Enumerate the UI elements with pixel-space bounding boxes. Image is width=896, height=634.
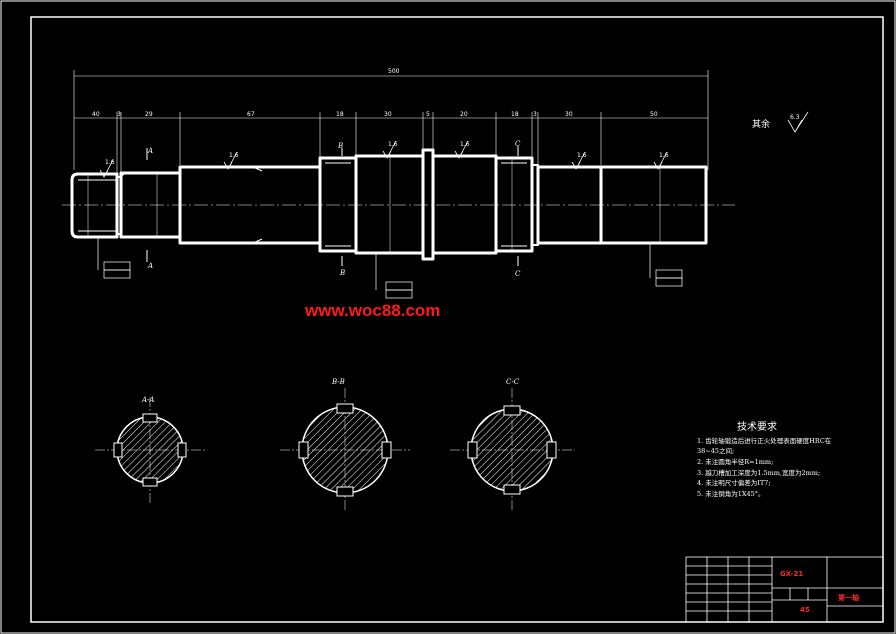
dim-segment-4: 67 <box>247 111 255 118</box>
overall-length-dim: 500 <box>388 68 400 75</box>
other-roughness-label: 其余 <box>752 118 770 130</box>
dim-segment-7: 5 <box>426 111 430 118</box>
section-mark-a-top: A <box>147 147 153 155</box>
section-view-c <box>450 388 575 512</box>
section-cut-lines <box>146 146 519 266</box>
other-roughness-value: 6.3 <box>790 114 800 121</box>
title-part-name: 第一轴 <box>838 593 859 602</box>
roughness-label-4: 1.6 <box>460 141 470 148</box>
section-mark-b-bottom: B <box>339 269 345 277</box>
section-mark-a-bottom: A <box>147 262 153 270</box>
dim-segment-8: 20 <box>460 111 468 118</box>
watermark: www.woc88.com <box>304 301 440 320</box>
section-view-a <box>95 397 205 503</box>
dim-segment-2: 3 <box>117 111 121 118</box>
diameter-callouts <box>87 156 661 253</box>
dim-segment-9: 18 <box>511 111 519 118</box>
overall-dimension <box>73 70 709 170</box>
title-block <box>685 556 884 623</box>
roughness-label-3: 1.6 <box>388 141 398 148</box>
dim-segment-10: 3 <box>533 111 537 118</box>
shaft-outline <box>70 148 708 261</box>
roughness-symbols <box>99 140 668 178</box>
tech-title: 技术要求 <box>737 420 777 433</box>
roughness-label-5: 1.6 <box>577 152 587 159</box>
roughness-label-6: 1.6 <box>659 152 669 159</box>
tech-item-1: 1. 齿轮轴锻造后进行正火处理表面硬度HRC在 <box>697 436 832 445</box>
tech-item-2: 38~45之间; <box>697 446 734 455</box>
section-mark-c-bottom: C <box>515 270 521 278</box>
other-roughness-symbol <box>787 111 809 133</box>
tech-item-6: 5. 未注倒角为1X45°。 <box>697 489 765 498</box>
title-drawing-no: GX-21 <box>780 570 803 578</box>
dim-segment-5: 18 <box>336 111 344 118</box>
roughness-label-2: 1.6 <box>229 152 239 159</box>
section-title-c: C-C <box>506 378 520 386</box>
section-mark-c-top: C <box>515 140 521 148</box>
title-material: 45 <box>800 606 810 614</box>
tolerance-frames <box>97 237 683 299</box>
dim-segment-6: 30 <box>384 111 392 118</box>
section-title-a: A-A <box>141 396 154 404</box>
dim-segment-1: 40 <box>92 111 100 118</box>
dim-segment-12: 50 <box>650 111 658 118</box>
tech-item-5: 4. 未注明尺寸偏差为IT7; <box>697 478 771 487</box>
section-title-b: B-B <box>331 378 345 386</box>
inner-border <box>30 16 884 623</box>
dim-segment-3: 29 <box>145 111 153 118</box>
tech-item-4: 3. 越刀槽加工深度为1.5mm,宽度为2mm; <box>697 468 820 477</box>
section-view-b <box>280 388 410 512</box>
section-mark-b-top: B <box>337 142 343 150</box>
dim-segment-11: 30 <box>565 111 573 118</box>
roughness-label-1: 1.6 <box>105 159 115 166</box>
tech-item-3: 2. 未注圆角半径R=1mm; <box>697 457 773 466</box>
segment-dimensions <box>74 112 708 175</box>
